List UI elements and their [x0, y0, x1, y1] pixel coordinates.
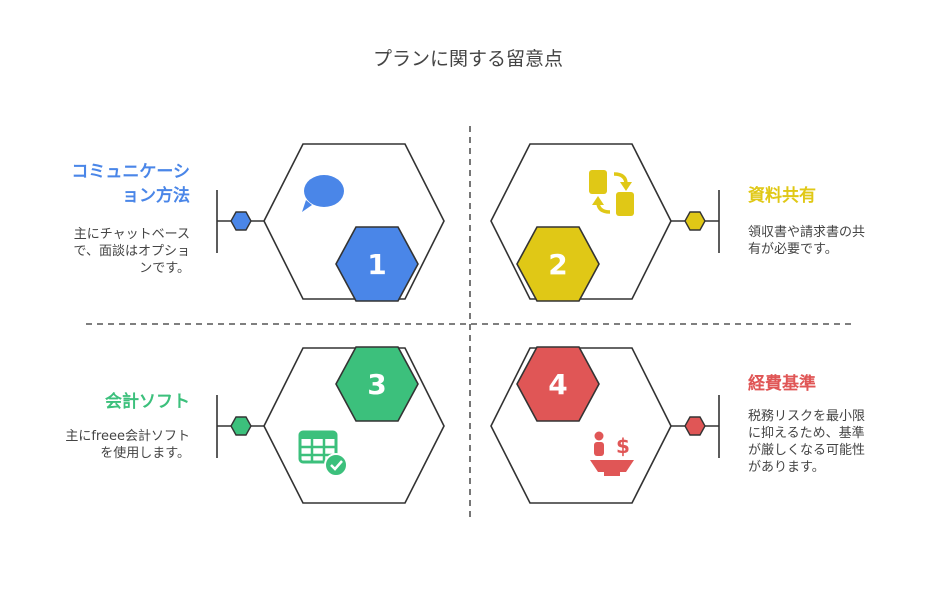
quadrant-3-heading: 会計ソフト: [20, 390, 190, 414]
quadrant-4-desc-line: 税務リスクを最小限: [748, 409, 866, 424]
chat-bubble-icon: [302, 175, 344, 212]
quadrant-3-marker: [230, 416, 252, 436]
quadrant-1-heading-line: ョン方法: [122, 186, 190, 206]
quadrant-2-description: 領収書や請求書の共 有が必要です。: [748, 224, 918, 258]
diagram-title: プランに関する留意点: [372, 48, 563, 70]
quadrant-4-heading-line: 経費基準: [748, 374, 816, 394]
document-exchange-icon: [589, 170, 634, 216]
quadrant-2-number: 2: [548, 248, 567, 281]
quadrant-3-number: 3: [367, 368, 386, 401]
quadrant-4-desc-line: に抑えるため、基準: [748, 426, 865, 441]
quadrant-1-marker: [230, 211, 252, 231]
spreadsheet-check-icon: [298, 430, 348, 477]
quadrant-2-marker: [684, 211, 706, 231]
quadrant-1-desc-line: ンです。: [139, 261, 190, 276]
quadrant-2-desc-line: 有が必要です。: [748, 242, 838, 257]
quadrant-1-desc-line: で、面談はオプショ: [73, 244, 190, 259]
quadrant-3-desc-line: を使用します。: [100, 446, 190, 461]
quadrant-2-heading-line: 資料共有: [748, 186, 816, 206]
quadrant-4-marker: [684, 416, 706, 436]
quadrant-3-number-hexagon: [335, 346, 419, 422]
quadrant-1-heading-line: コミュニケーシ: [71, 162, 190, 182]
quadrant-1-desc-line: 主にチャットベース: [73, 227, 190, 242]
quadrant-1-number-hexagon: [335, 226, 419, 302]
quadrant-3-description: 主にfreee会計ソフト を使用します。: [20, 428, 190, 462]
quadrant-4-number-hexagon: [516, 346, 600, 422]
quadrant-3-heading-line: 会計ソフト: [105, 392, 190, 412]
quadrant-1-heading: コミュニケーシ ョン方法: [20, 160, 190, 208]
quadrant-2-number-hexagon: [516, 226, 600, 302]
quadrant-1-number: 1: [367, 248, 386, 281]
quadrant-3-desc-line: 主にfreee会計ソフト: [65, 429, 190, 444]
svg-text:$: $: [616, 434, 630, 458]
quadrant-4-description: 税務リスクを最小限 に抑えるため、基準 が厳しくなる可能性 があります。: [748, 408, 918, 476]
quadrant-4-heading: 経費基準: [748, 372, 918, 396]
quadrant-4-desc-line: が厳しくなる可能性: [748, 443, 866, 458]
quadrant-4-number: 4: [548, 368, 567, 401]
quadrant-1-description: 主にチャットベース で、面談はオプショ ンです。: [20, 226, 190, 277]
quadrant-2-desc-line: 領収書や請求書の共: [748, 225, 866, 240]
quadrant-4-desc-line: があります。: [748, 460, 825, 475]
quadrant-2-heading: 資料共有: [748, 184, 918, 208]
person-dollar-scale-icon: $: [590, 431, 634, 476]
